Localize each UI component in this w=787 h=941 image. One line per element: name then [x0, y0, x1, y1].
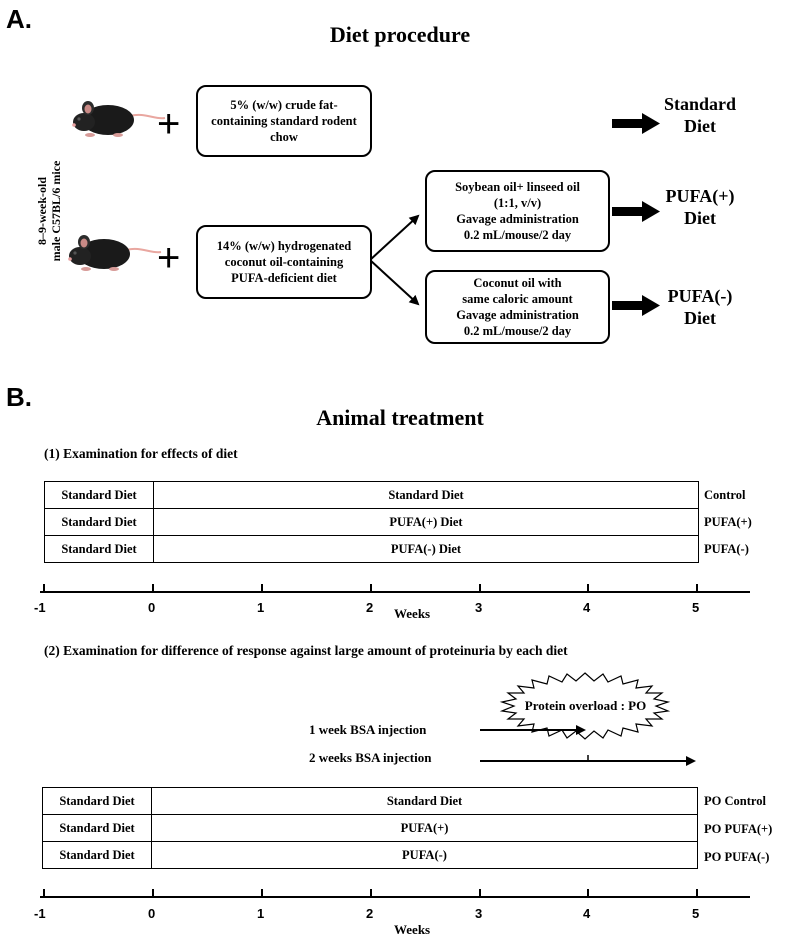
tick-label: 3 [475, 906, 483, 921]
tick-label: 2 [366, 600, 374, 615]
section-1-heading: (1) Examination for effects of diet [44, 446, 238, 461]
pre-period-cell: Standard Diet [42, 787, 152, 815]
soybean-linseed-box: Soybean oil+ linseed oil (1:1, v/v) Gava… [425, 170, 610, 252]
pre-period-cell: Standard Diet [44, 535, 154, 563]
diet-period-cell: Standard Diet [153, 481, 699, 509]
pre-period-cell: Standard Diet [42, 814, 152, 842]
weeks-axis-1 [40, 584, 750, 593]
tick-label: 4 [583, 600, 591, 615]
pre-period-cell: Standard Diet [44, 508, 154, 536]
outcome-pufa-plus-diet: PUFA(+) Diet [660, 185, 740, 229]
tick-label: -1 [34, 600, 46, 615]
box-line: 0.2 mL/mouse/2 day [463, 228, 572, 242]
coconut-oil-box: Coconut oil with same caloric amount Gav… [425, 270, 610, 344]
box-line: 14% (w/w) hydrogenated [216, 239, 352, 253]
box-line: same caloric amount [462, 292, 573, 306]
box-line: chow [270, 130, 298, 144]
box-line: coconut oil-containing [224, 255, 344, 269]
section-2-heading: (2) Examination for difference of respon… [44, 643, 568, 658]
block-arrow-pufa-plus [612, 201, 660, 222]
outcome-line: PUFA(+) [665, 186, 735, 206]
panel-b-label: B. [6, 382, 32, 412]
table-row: Standard Diet PUFA(+) [42, 814, 698, 842]
diet-period-cell: PUFA(-) [151, 841, 698, 869]
group-label-pufa-minus: PUFA(-) [704, 542, 749, 556]
pre-period-cell: Standard Diet [42, 841, 152, 869]
panel-a-label: A. [6, 4, 32, 34]
outcome-pufa-minus-diet: PUFA(-) Diet [660, 285, 740, 329]
group-label-po-control: PO Control [704, 794, 766, 808]
protein-overload-label: Protein overload : PO [524, 698, 647, 713]
outcome-line: Diet [684, 208, 716, 228]
group-label-control: Control [704, 488, 746, 502]
mouse-icon [68, 235, 162, 271]
box-line: PUFA-deficient diet [231, 271, 337, 285]
diet-schedule-table-1: Standard Diet Standard Diet Standard Die… [44, 481, 699, 563]
table-row: Standard Diet Standard Diet [42, 787, 698, 815]
box-line: Coconut oil with [473, 276, 562, 290]
table-row: Standard Diet PUFA(-) Diet [44, 535, 699, 563]
animal-treatment-title: Animal treatment [316, 405, 484, 430]
injection-2-weeks-label: 2 weeks BSA injection [309, 750, 432, 765]
tick-label: 0 [148, 600, 156, 615]
weeks-axis-2 [40, 889, 750, 898]
tick-label: 2 [366, 906, 374, 921]
outcome-standard-diet: Standard Diet [660, 93, 740, 137]
protein-overload-burst [499, 672, 671, 740]
diet-period-cell: PUFA(+) [151, 814, 698, 842]
plus-sign: + [157, 102, 181, 146]
diet-procedure-title: Diet procedure [329, 22, 471, 47]
box-line: (1:1, v/v) [493, 196, 542, 210]
pufa-deficient-diet-box: 14% (w/w) hydrogenated coconut oil-conta… [196, 225, 372, 299]
outcome-line: Diet [684, 116, 716, 136]
table-row: Standard Diet Standard Diet [44, 481, 699, 509]
box-line: Gavage administration [456, 308, 579, 322]
weeks-axis-label: Weeks [394, 606, 431, 621]
tick-label: 0 [148, 906, 156, 921]
group-label-pufa-plus: PUFA(+) [704, 515, 752, 529]
block-arrow-pufa-minus [612, 295, 660, 316]
box-line: containing standard rodent [211, 114, 357, 128]
plus-sign: + [157, 236, 181, 280]
branch-arrow-up [369, 214, 420, 261]
box-line: Soybean oil+ linseed oil [455, 180, 580, 194]
block-arrow-standard [612, 113, 660, 134]
pre-period-cell: Standard Diet [44, 481, 154, 509]
branch-arrow-down [369, 259, 420, 306]
group-label-po-pufa-minus: PO PUFA(-) [704, 850, 770, 864]
standard-chow-box: 5% (w/w) crude fat- containing standard … [196, 85, 372, 157]
injection-1-week-label: 1 week BSA injection [309, 722, 427, 737]
outcome-line: PUFA(-) [667, 286, 733, 306]
tick-label: -1 [34, 906, 46, 921]
outcome-line: Standard [663, 94, 737, 114]
box-line: 5% (w/w) crude fat- [230, 98, 338, 112]
diet-period-cell: PUFA(-) Diet [153, 535, 699, 563]
group-label-po-pufa-plus: PO PUFA(+) [704, 822, 773, 836]
table-row: Standard Diet PUFA(+) Diet [44, 508, 699, 536]
tick-label: 3 [475, 600, 483, 615]
tick-label: 1 [257, 600, 265, 615]
box-line: Gavage administration [456, 212, 579, 226]
diet-period-cell: Standard Diet [151, 787, 698, 815]
weeks-axis-label: Weeks [394, 922, 431, 937]
diet-period-cell: PUFA(+) Diet [153, 508, 699, 536]
tick-label: 4 [583, 906, 591, 921]
box-line: 0.2 mL/mouse/2 day [463, 324, 572, 338]
table-row: Standard Diet PUFA(-) [42, 841, 698, 869]
tick-label: 1 [257, 906, 265, 921]
mouse-icon [72, 101, 166, 137]
outcome-line: Diet [684, 308, 716, 328]
tick-label: 5 [692, 906, 700, 921]
diet-schedule-table-2: Standard Diet Standard Diet Standard Die… [42, 787, 698, 869]
tick-label: 5 [692, 600, 700, 615]
